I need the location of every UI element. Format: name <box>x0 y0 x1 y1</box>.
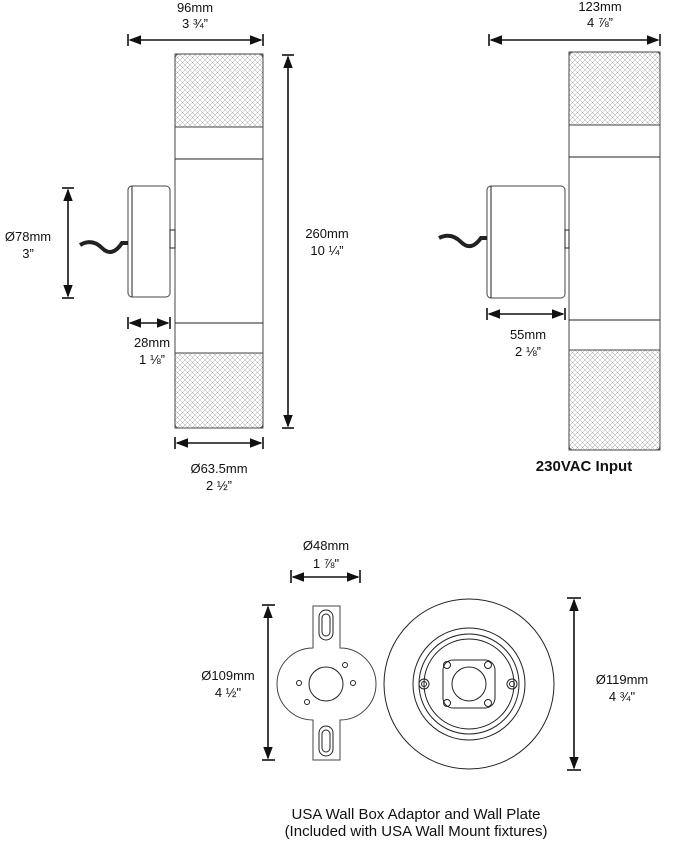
vac-caption: 230VAC Input <box>536 458 632 475</box>
bottom-hatch <box>568 349 661 451</box>
box-depth-in-label: 2 ⅛” <box>515 344 541 359</box>
body-dia-in-label: 2 ½” <box>206 478 232 493</box>
wall-box <box>127 185 171 298</box>
box-depth-in-label: 1 ⅛” <box>139 352 165 367</box>
height-mm-label: 260mm <box>305 226 348 241</box>
box-depth-mm-label: 55mm <box>510 327 546 342</box>
dim-adaptor-width-48: Ø48mm 1 ⅞" <box>290 538 361 583</box>
dim-width-123: 123mm 4 ⅞” <box>488 0 661 46</box>
box-dia-mm-label: Ø78mm <box>5 229 51 244</box>
dim-adaptor-height-109: Ø109mm 4 ½" <box>201 604 275 761</box>
dim-height-260: 260mm 10 ¼” <box>282 54 349 429</box>
dim-plate-dia-119: Ø119mm 4 ¾" <box>567 597 649 771</box>
adaptor-width-mm-label: Ø48mm <box>303 538 349 553</box>
top-hatch <box>174 53 264 128</box>
box-dia-in-label: 3” <box>22 246 34 261</box>
adaptor-height-in-label: 4 ½" <box>215 685 242 700</box>
width-in-label: 3 ¾” <box>182 16 208 31</box>
wall-plate <box>383 598 555 770</box>
bottom-hatch <box>174 352 264 429</box>
side-view: 96mm 3 ¾” 260mm 10 ¼” Ø78mm 3” 28mm 1 ⅛”… <box>5 0 349 493</box>
cable-icon <box>78 240 128 254</box>
wall-plate-view: Ø48mm 1 ⅞" Ø109mm 4 ½" Ø119mm 4 ¾" USA W… <box>201 538 648 840</box>
cable-icon <box>438 233 487 249</box>
width-mm-label: 96mm <box>177 0 213 15</box>
dim-body-dia-63: Ø63.5mm 2 ½” <box>174 437 264 493</box>
body-dia-mm-label: Ø63.5mm <box>190 461 247 476</box>
dim-box-depth-55: 55mm 2 ⅛” <box>486 308 566 359</box>
dim-box-depth-28: 28mm 1 ⅛” <box>127 317 171 367</box>
box-depth-mm-label: 28mm <box>134 335 170 350</box>
plate-dia-mm-label: Ø119mm <box>596 672 649 687</box>
plate-dia-in-label: 4 ¾" <box>609 689 636 704</box>
height-in-label: 10 ¼” <box>310 243 343 258</box>
top-hatch <box>568 51 661 126</box>
adaptor-width-in-label: 1 ⅞" <box>313 556 340 571</box>
wall-box <box>486 185 566 299</box>
dim-width-96: 96mm 3 ¾” <box>127 0 264 46</box>
vac-view: 123mm 4 ⅞” 55mm 2 ⅛” 230VAC Input <box>438 0 661 475</box>
wall-box-adaptor <box>276 605 377 761</box>
wall-plate-subcaption: (Included with USA Wall Mount fixtures) <box>285 823 548 840</box>
width-mm-label: 123mm <box>578 0 621 14</box>
adaptor-height-mm-label: Ø109mm <box>201 668 254 683</box>
width-in-label: 4 ⅞” <box>587 15 613 30</box>
wall-plate-caption: USA Wall Box Adaptor and Wall Plate <box>291 806 540 823</box>
dim-box-dia-78: Ø78mm 3” <box>5 187 74 299</box>
